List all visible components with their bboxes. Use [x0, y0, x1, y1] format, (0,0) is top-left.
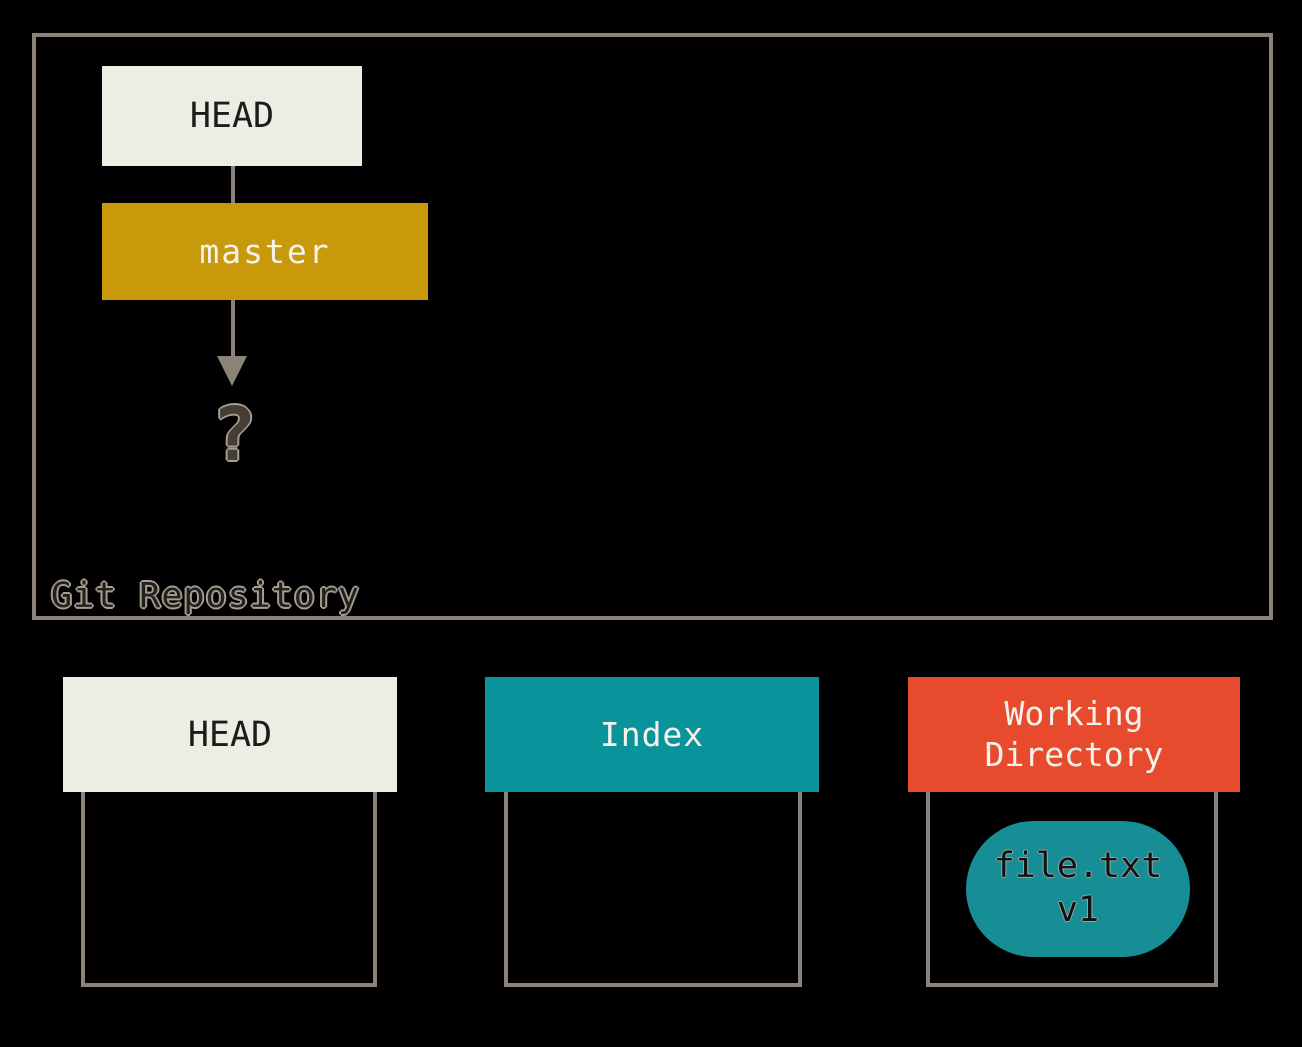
index-area-container: [504, 782, 802, 987]
master-branch-box: master: [102, 203, 428, 300]
head-to-master-connector: [231, 166, 235, 203]
working-directory-area-label: Working Directory: [984, 694, 1164, 774]
index-area-box: Index: [485, 677, 819, 792]
master-pointer-line: [231, 300, 235, 358]
head-area-label: HEAD: [187, 714, 273, 755]
head-area-box: HEAD: [63, 677, 397, 792]
index-area-label: Index: [599, 715, 705, 754]
head-ref-box: HEAD: [102, 66, 362, 166]
unknown-commit-question-mark: ?: [211, 392, 257, 478]
git-repository-box: HEAD master ? Git Repository: [32, 33, 1273, 620]
file-node: file.txt v1: [966, 821, 1190, 957]
master-branch-label: master: [199, 232, 331, 271]
git-repository-label: Git Repository: [51, 576, 361, 616]
head-area-container: [81, 782, 377, 987]
arrowhead-down-icon: [217, 356, 247, 386]
file-node-label: file.txt v1: [993, 846, 1163, 930]
working-directory-area-box: Working Directory: [908, 677, 1240, 792]
head-ref-label: HEAD: [189, 96, 275, 136]
